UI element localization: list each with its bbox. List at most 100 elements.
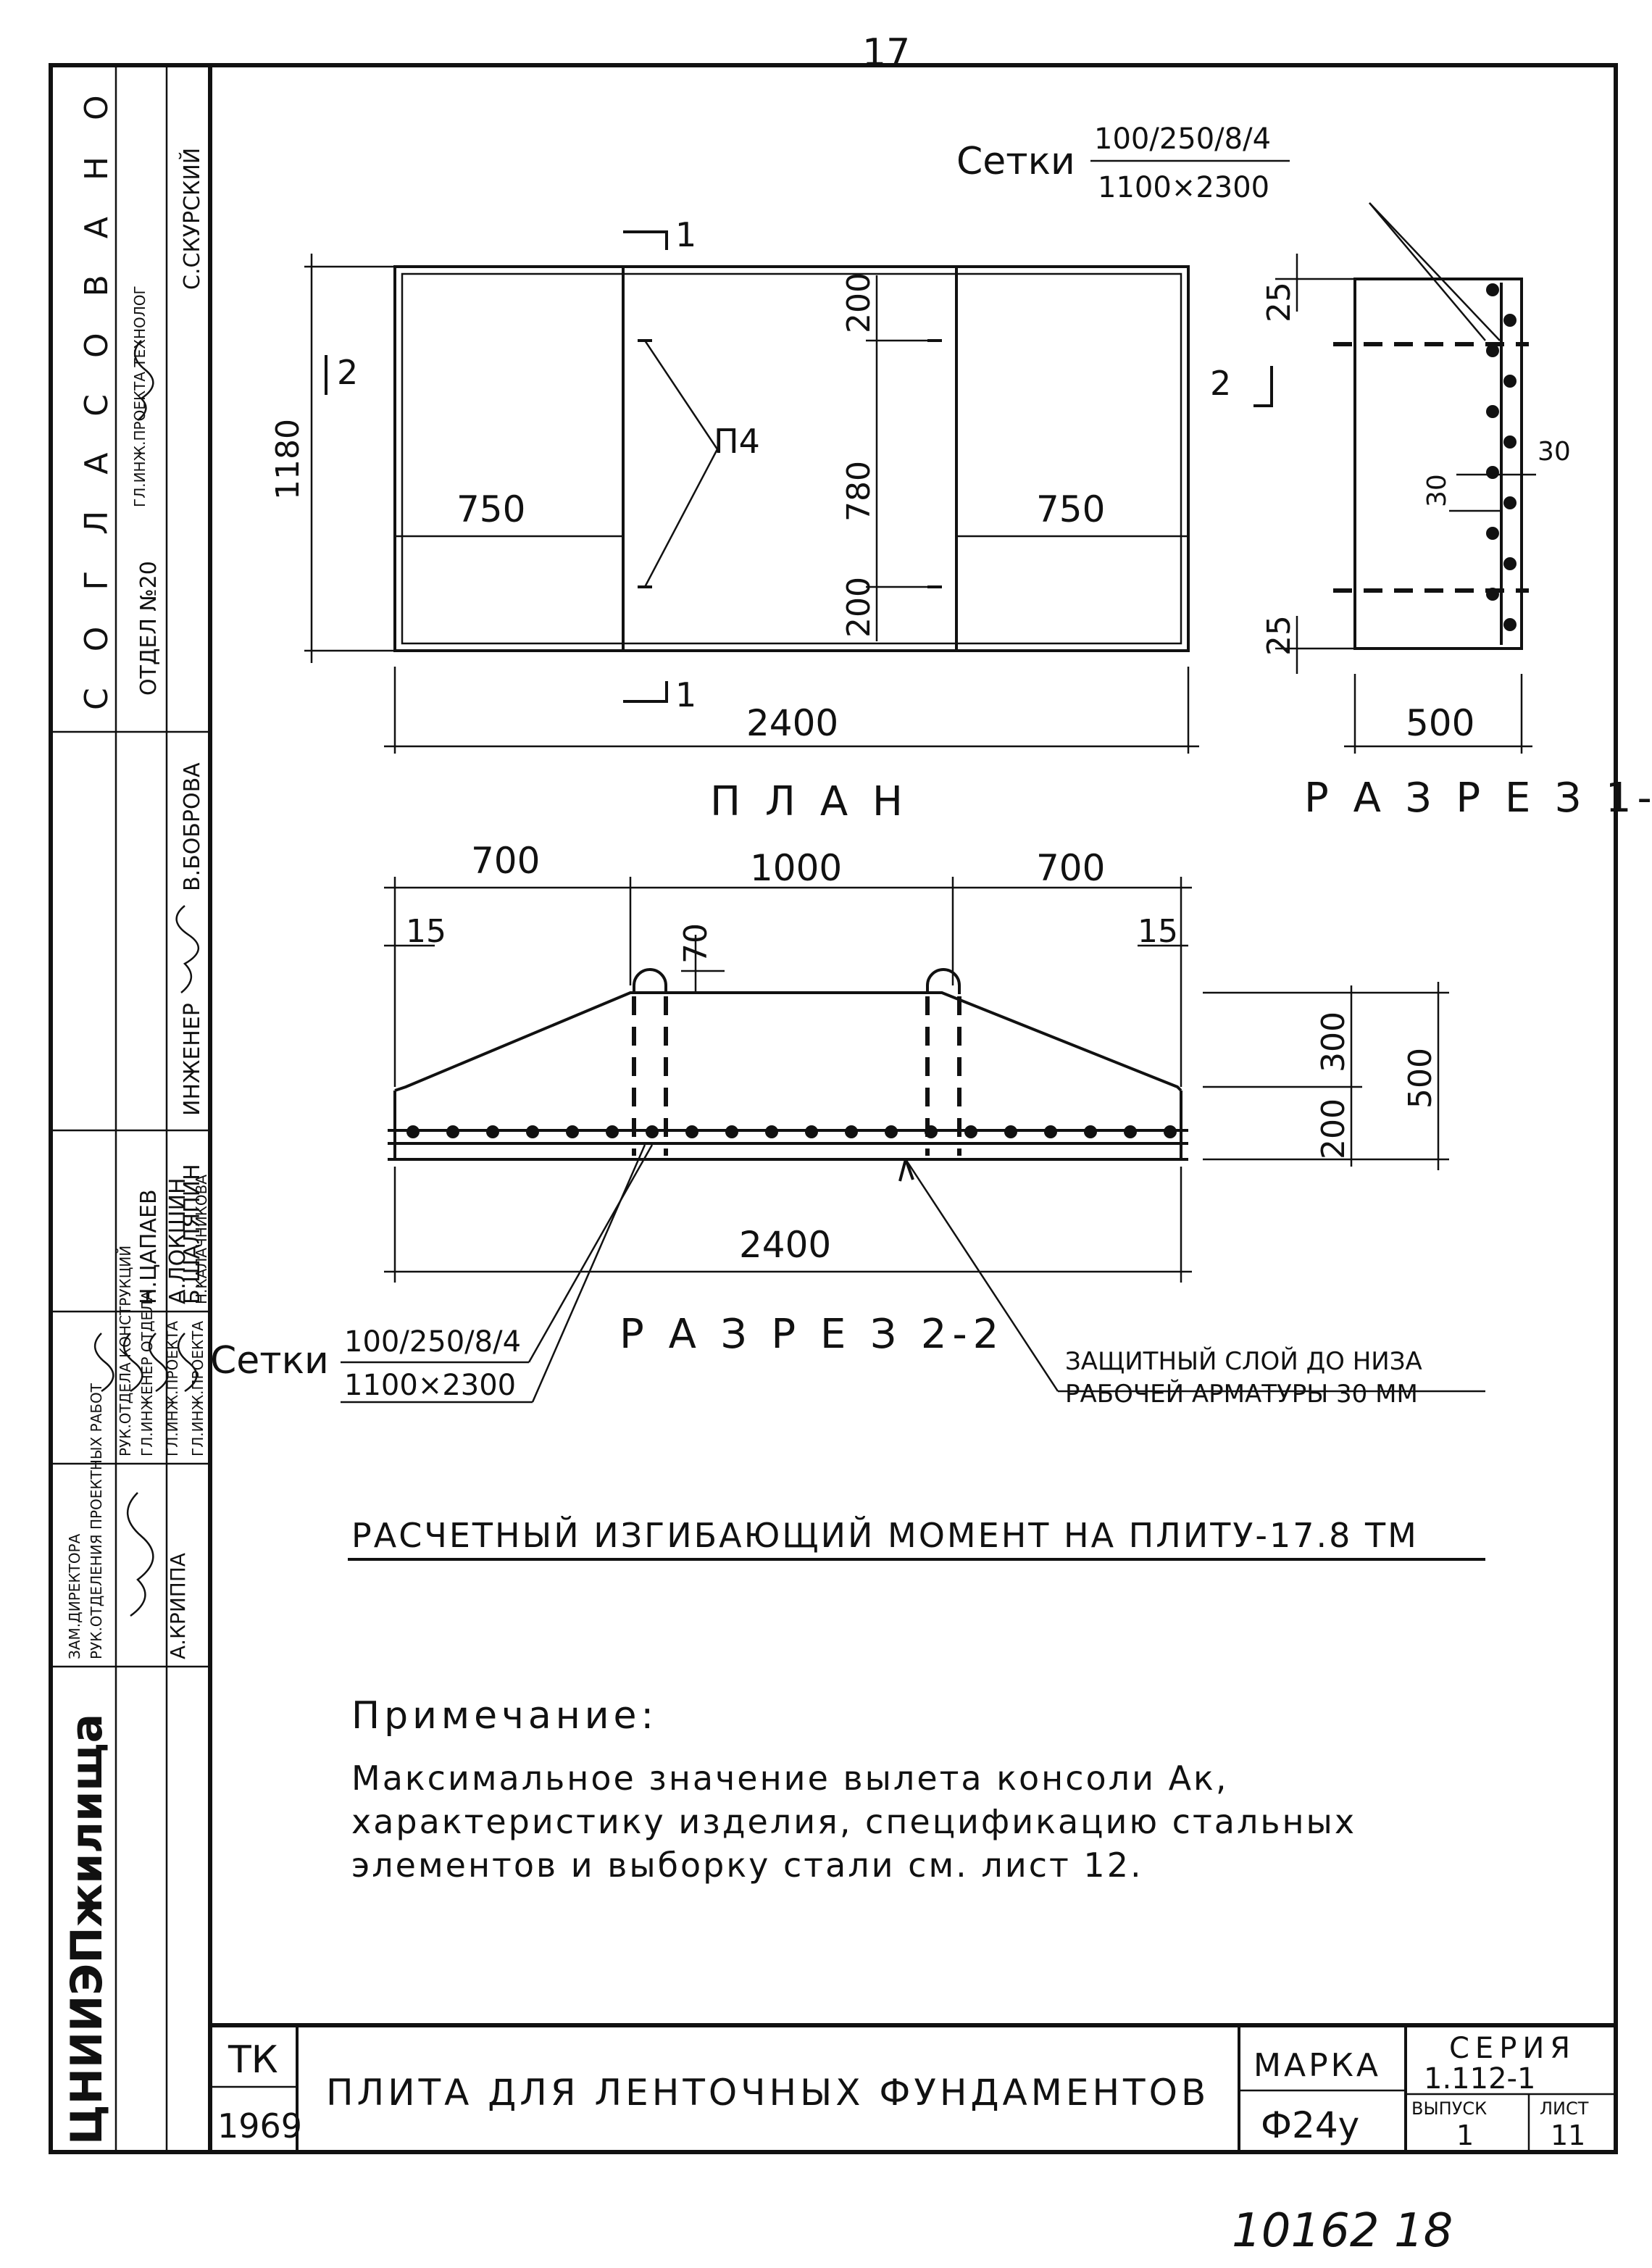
section-2-2-dim-total-height: 500 [1402, 1048, 1439, 1109]
remark-line-1: Максимальное значение вылета консоли Ак, [351, 1759, 1228, 1798]
title-block-series-label: СЕРИЯ [1449, 2032, 1576, 2065]
title-block-year: 1969 [217, 2106, 302, 2146]
section-1-1-title: Р А З Р Е З 1-1 [1304, 775, 1652, 822]
stamp-name-lokshin: А.ЛОКШИН [165, 1177, 191, 1304]
section-2-2-dim-bottom-slab: 200 [1315, 1098, 1352, 1159]
section-2-2-dim-total-width: 2400 [739, 1224, 831, 1266]
sheet-frame [49, 63, 1618, 2154]
left-stamp: С О Г Л А С О В А Н О ОТДЕЛ №20 ГЛ.ИНЖ.П… [51, 65, 210, 2152]
section-1-1-mesh-numerator: 100/250/8/4 [1094, 122, 1271, 156]
section-2-2-dim-edge-left: 15 [406, 913, 446, 950]
title-block-issue-label: ВЫПУСК [1411, 2098, 1487, 2119]
stamp-dept: ОТДЕЛ №20 [136, 561, 162, 696]
title-block: ТК 1969 ПЛИТА ДЛЯ ЛЕНТОЧНЫХ ФУНДАМЕНТОВ … [210, 2023, 1616, 2152]
section-1-1-mesh-denominator: 1100×2300 [1098, 171, 1269, 204]
plan-dim-middle: 780 [840, 461, 877, 522]
section-2-2-bars [406, 1125, 1177, 1138]
rebar-dot [646, 1125, 659, 1138]
plan-dim-total-width: 2400 [746, 702, 838, 744]
rebar-dot [765, 1125, 778, 1138]
section-1-1: Сетки 100/250/8/4 1100×2300 25 25 500 30… [956, 122, 1652, 822]
signature-1 [134, 340, 154, 421]
rebar-dot [1503, 496, 1517, 509]
rebar-dot [1124, 1125, 1137, 1138]
section-1-1-dim-bottom: 25 [1261, 615, 1298, 656]
section-2-2-dim-top-slope: 300 [1315, 1012, 1352, 1072]
rebar-dot [1486, 405, 1499, 418]
rebar-dot [885, 1125, 898, 1138]
section-2-2-cover-note-line1: ЗАЩИТНЫЙ СЛОЙ ДО НИЗА [1065, 1346, 1422, 1376]
archive-number: 10162 18 [1232, 2204, 1453, 2258]
bending-moment-note: РАСЧЕТНЫЙ ИЗГИБАЮЩИЙ МОМЕНТ НА ПЛИТУ-17.… [351, 1516, 1419, 1555]
remark-title: Примечание: [351, 1694, 658, 1738]
remark-line-3: элементов и выборку стали см. лист 12. [351, 1846, 1143, 1885]
title-block-sheet-label: ЛИСТ [1540, 2098, 1589, 2119]
plan-dim-left: 750 [456, 488, 525, 530]
plan-dim-right: 750 [1036, 488, 1105, 530]
section-1-1-bars [1486, 283, 1517, 631]
rebar-dot [566, 1125, 579, 1138]
section-2-2-mesh-numerator: 100/250/8/4 [344, 1325, 521, 1359]
section-2-2-mesh-denominator: 1100×2300 [344, 1369, 516, 1402]
rebar-dot [805, 1125, 818, 1138]
section-2-2-cover-note-line2: РАБОЧЕЙ АРМАТУРЫ 30 ММ [1065, 1379, 1418, 1409]
section-2-2-dim-middle: 1000 [750, 847, 842, 889]
plan-loop-label: П4 [714, 422, 760, 461]
section-2-2-dim-edge-right: 15 [1138, 913, 1178, 950]
rebar-dot [1503, 435, 1517, 449]
title-block-mark-value: Ф24у [1261, 2104, 1359, 2146]
stamp-role-engineer: ИНЖЕНЕР [180, 1003, 205, 1116]
rebar-dot [1486, 466, 1499, 479]
section-2-2-dim-right: 700 [1036, 847, 1105, 889]
title-block-title: ПЛИТА ДЛЯ ЛЕНТОЧНЫХ ФУНДАМЕНТОВ [326, 2072, 1209, 2114]
title-block-issue-value: 1 [1456, 2119, 1474, 2151]
title-block-series-value: 1.112-1 [1424, 2062, 1535, 2096]
section-2-2-title: Р А З Р Е З 2-2 [620, 1311, 1004, 1358]
rebar-dot [725, 1125, 738, 1138]
section-2-2-dim-left: 700 [471, 840, 540, 882]
plan-section-mark-2-left: 2 [337, 353, 358, 392]
plan-dim-height: 1180 [270, 419, 306, 500]
section-1-1-dim-top: 25 [1261, 282, 1298, 322]
stamp-name-tsapaev: Н.ЦАПАЕВ [136, 1189, 162, 1304]
rebar-dot [1486, 527, 1499, 540]
agreed-title: С О Г Л А С О В А Н О [78, 82, 115, 710]
stamp-name-shalyapin: Б.ШАЛЯПИН [180, 1164, 205, 1304]
plan-section-mark-2-right: 2 [1210, 364, 1231, 403]
stamp-name-krippa: А.КРИППА [166, 1553, 190, 1659]
section-1-1-dim-width: 500 [1406, 702, 1474, 744]
plan-section-mark-1-bottom: 1 [675, 675, 696, 714]
rebar-dot [1503, 375, 1517, 388]
signature-7 [126, 1492, 154, 1617]
stamp-role-deputy-director: ЗАМ.ДИРЕКТОРА [66, 1533, 83, 1659]
plan-section-mark-1-top: 1 [675, 215, 696, 254]
rebar-dot [964, 1125, 977, 1138]
section-2-2-dim-loop: 70 [677, 923, 714, 964]
stamp-role-dept-head-design: РУК.ОТДЕЛЕНИЯ ПРОЕКТНЫХ РАБОТ [88, 1383, 105, 1659]
rebar-dot [1503, 314, 1517, 327]
rebar-dot [406, 1125, 420, 1138]
section-1-1-mesh-label: Сетки [956, 140, 1075, 183]
remark-line-2: характеристику изделия, спецификацию ста… [351, 1802, 1356, 1841]
rebar-dot [1084, 1125, 1097, 1138]
plan-view: П4 2400 750 750 1180 200 780 200 1 1 2 2… [270, 215, 1273, 825]
signature-4 [123, 1333, 143, 1393]
stamp-role-chief-engineer-dept: ГЛ.ИНЖЕНЕР ОТДЕЛА [138, 1291, 156, 1456]
title-block-sheet-value: 11 [1551, 2119, 1585, 2151]
rebar-dot [1486, 588, 1499, 601]
section-1-1-dim-cover-right: 30 [1538, 437, 1571, 467]
rebar-dot [1503, 557, 1517, 570]
rebar-dot [1164, 1125, 1177, 1138]
rebar-dot [685, 1125, 698, 1138]
signature-2 [175, 905, 200, 993]
section-2-2-mesh-label: Сетки [210, 1339, 329, 1383]
stamp-role-chief-engineer-project-2: ГЛ.ИНЖ.ПРОЕКТА [189, 1321, 206, 1456]
signature-3 [94, 1333, 114, 1393]
plan-dim-bottom: 200 [840, 577, 877, 638]
title-block-code: ТК [228, 2038, 278, 2082]
stamp-role-tech: ГЛ.ИНЖ.ПРОЕКТА ТЕХНОЛОГ [131, 285, 149, 507]
signature-5 [149, 1333, 169, 1393]
signature-6 [178, 1333, 198, 1393]
stamp-name-skurskiy: С.СКУРСКИЙ [179, 148, 205, 290]
rebar-dot [1004, 1125, 1017, 1138]
